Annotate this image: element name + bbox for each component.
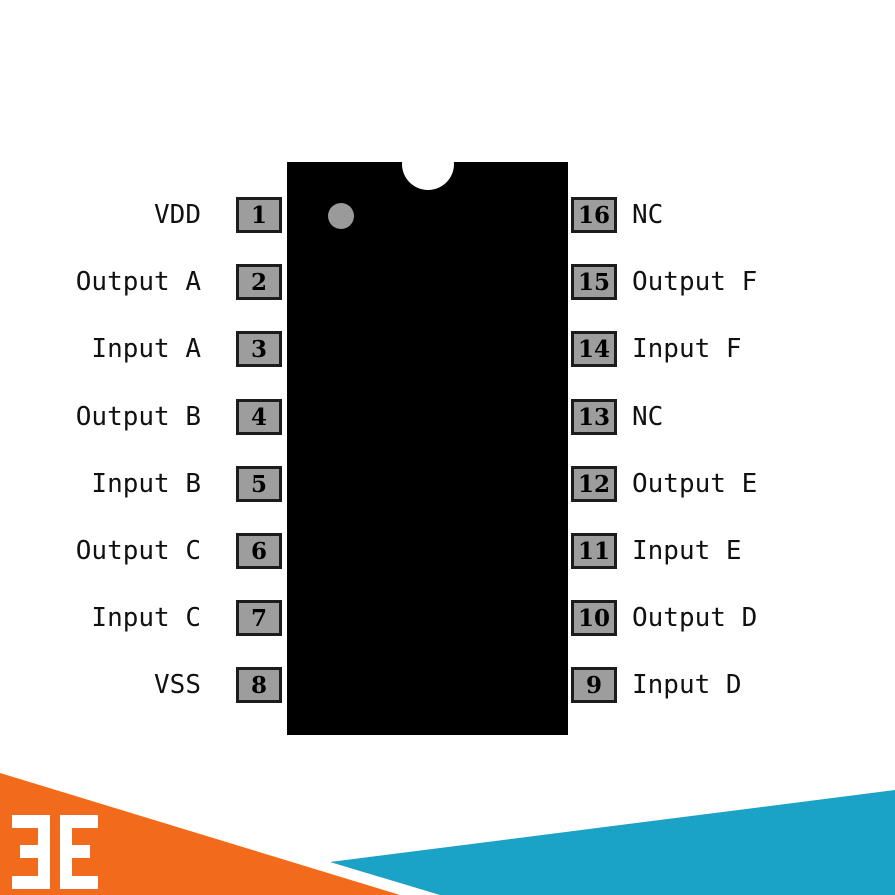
pin-10-label: Output D xyxy=(632,603,758,633)
chip-body xyxy=(287,162,568,735)
pin-6-label: Output C xyxy=(75,536,201,566)
pin1-indicator-dot xyxy=(328,203,354,229)
pin-16-number: 16 xyxy=(571,197,617,233)
pin-9-number: 9 xyxy=(571,667,617,703)
pin-3-label: Input A xyxy=(91,334,201,364)
pin-1-number: 1 xyxy=(236,197,282,233)
pin-8-number: 8 xyxy=(236,667,282,703)
brand-logo-icon xyxy=(12,815,98,889)
pin-2-label: Output A xyxy=(75,267,201,297)
pin-16-label: NC xyxy=(632,200,664,230)
pin-7-number: 7 xyxy=(236,600,282,636)
pin-4-number: 4 xyxy=(236,399,282,435)
pin-14-label: Input F xyxy=(632,334,742,364)
pin-10-number: 10 xyxy=(571,600,617,636)
pin-11-number: 11 xyxy=(571,533,617,569)
pin-9-label: Input D xyxy=(632,670,742,700)
pin-14-number: 14 xyxy=(571,331,617,367)
pin-15-label: Output F xyxy=(632,267,758,297)
pin-3-number: 3 xyxy=(236,331,282,367)
pin-11-label: Input E xyxy=(632,536,742,566)
pin-4-label: Output B xyxy=(75,402,201,432)
pin-6-number: 6 xyxy=(236,533,282,569)
pin-13-number: 13 xyxy=(571,399,617,435)
pin-7-label: Input C xyxy=(91,603,201,633)
pin-2-number: 2 xyxy=(236,264,282,300)
pin-13-label: NC xyxy=(632,402,664,432)
chip-notch xyxy=(402,138,454,190)
pin-5-label: Input B xyxy=(91,469,201,499)
pin-1-label: VDD xyxy=(154,200,201,230)
pin-12-number: 12 xyxy=(571,466,617,502)
pin-8-label: VSS xyxy=(154,670,201,700)
pin-15-number: 15 xyxy=(571,264,617,300)
pin-12-label: Output E xyxy=(632,469,758,499)
pin-5-number: 5 xyxy=(236,466,282,502)
